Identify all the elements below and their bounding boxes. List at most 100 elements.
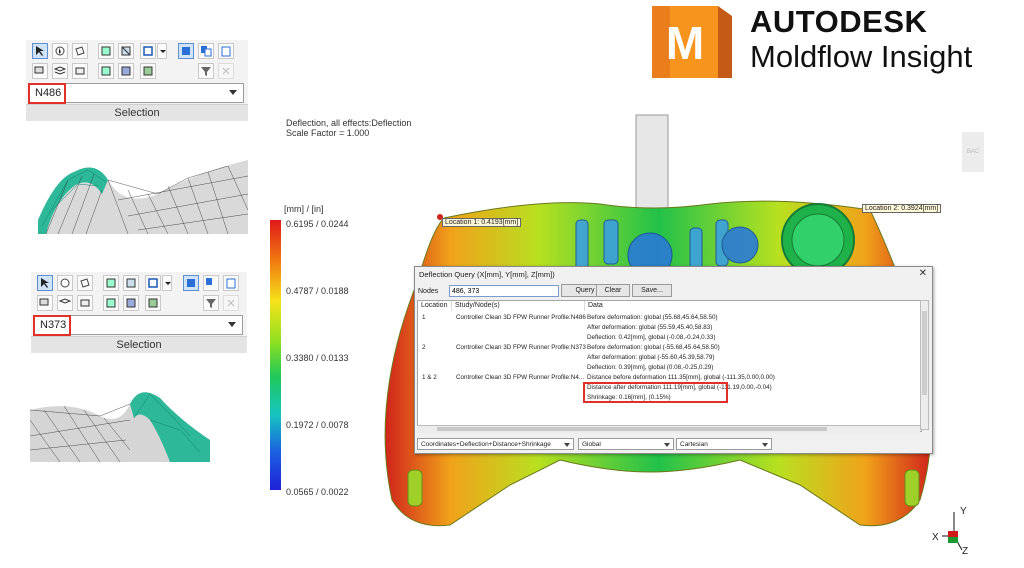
runner-sprue <box>635 114 669 211</box>
select-elements-button[interactable] <box>118 43 134 59</box>
nodes-input[interactable] <box>449 285 559 297</box>
view-front-button[interactable] <box>183 275 199 291</box>
autodesk-logo: M AUTODESK Moldflow Insight <box>652 4 1020 78</box>
layers-button[interactable] <box>32 63 48 79</box>
chevron-down-icon[interactable] <box>664 443 670 447</box>
select-dropdown-button[interactable] <box>162 275 172 291</box>
chevron-down-icon[interactable] <box>762 443 768 447</box>
deflection-query-dialog: Deflection Query (X[mm], Y[mm], Z[mm]) ✕… <box>414 266 933 454</box>
output-type-select[interactable]: Coordinates+Deflection+Distance+Shrinkag… <box>417 438 574 450</box>
mesh-render-2 <box>30 392 210 462</box>
cursor-icon <box>41 278 49 288</box>
row-location: 1 <box>422 314 426 321</box>
select-nodes-button[interactable] <box>98 43 114 59</box>
select-connected-button[interactable] <box>123 295 139 311</box>
selection-filter-button[interactable] <box>203 295 219 311</box>
select-connected-button[interactable] <box>118 63 134 79</box>
view-front-button[interactable] <box>178 43 194 59</box>
row-study: Controller Clean 3D FPW Runner Profile:N… <box>456 314 586 321</box>
clear-selection-button[interactable] <box>223 295 239 311</box>
save-button[interactable]: Save... <box>632 284 672 297</box>
select-similar-button[interactable] <box>145 295 161 311</box>
row-data: After deformation: global (-55.60,45.39,… <box>587 354 715 361</box>
selection-toolbar-1: N486 Selection <box>26 40 248 121</box>
select-by-property-button[interactable] <box>77 295 93 311</box>
coordinate-type-select[interactable]: Cartesian <box>676 438 772 450</box>
select-arrow-button[interactable] <box>32 43 48 59</box>
scrollbar-thumb[interactable] <box>437 427 827 431</box>
coordinate-system-value: Global <box>582 441 601 448</box>
clear-selection-button[interactable] <box>218 63 234 79</box>
scrollbar-thumb[interactable] <box>922 311 927 395</box>
plot-scale-factor: Scale Factor = 1.000 <box>286 128 370 138</box>
select-circle-button[interactable] <box>52 43 68 59</box>
scale-tick-3: 0.3380 / 0.0133 <box>286 353 349 363</box>
plot-title-result: Deflection, all effects:Deflection <box>286 118 412 128</box>
expand-selection-button[interactable] <box>98 63 114 79</box>
scale-tick-min: 0.0565 / 0.0022 <box>286 487 349 497</box>
view-copy-button[interactable] <box>203 275 219 291</box>
close-icon[interactable]: ✕ <box>918 268 927 279</box>
similar-icon <box>143 66 153 76</box>
view-paste-button[interactable] <box>218 43 234 59</box>
select-circle-icon <box>55 46 65 56</box>
expand-icon <box>106 298 116 308</box>
selection-label: Selection <box>26 104 248 121</box>
filter-icon <box>206 299 216 308</box>
property-icon <box>75 67 85 75</box>
select-polygon-button[interactable] <box>77 275 93 291</box>
nodes-icon <box>101 46 111 56</box>
back-view-button[interactable]: BAC <box>962 132 984 172</box>
dialog-title: Deflection Query (X[mm], Y[mm], Z[mm]) <box>419 270 555 279</box>
plot-title: Deflection, all effects:Deflection Scale… <box>286 118 411 138</box>
view-copy-button[interactable] <box>198 43 214 59</box>
coordinate-system-select[interactable]: Global <box>578 438 674 450</box>
stack-button[interactable] <box>57 295 73 311</box>
node-select-combobox[interactable]: N486 <box>28 83 244 103</box>
selection-toolbar-2: N373 Selection <box>31 272 247 353</box>
select-by-property-button[interactable] <box>72 63 88 79</box>
select-similar-button[interactable] <box>140 63 156 79</box>
selection-filter-button[interactable] <box>198 63 214 79</box>
chevron-down-icon[interactable] <box>564 443 570 447</box>
select-box-button[interactable] <box>140 43 156 59</box>
row-data: Deflection: 0.39[mm], global (0.08,-0.25… <box>587 364 714 371</box>
selection-label: Selection <box>31 336 247 353</box>
select-elements-button[interactable] <box>123 275 139 291</box>
select-nodes-button[interactable] <box>103 275 119 291</box>
view-icon <box>187 279 195 287</box>
clear-icon <box>227 299 235 307</box>
cursor-icon <box>36 46 44 56</box>
stack-button[interactable] <box>52 63 68 79</box>
row-study: Controller Clean 3D FPW Runner Profile:N… <box>456 374 585 381</box>
node-select-combobox[interactable]: N373 <box>33 315 243 335</box>
vertical-scrollbar[interactable] <box>920 300 929 430</box>
select-dropdown-button[interactable] <box>157 43 167 59</box>
row-location: 1 & 2 <box>422 374 437 381</box>
column-header-data: Data <box>585 301 921 311</box>
select-polygon-button[interactable] <box>72 43 88 59</box>
layers-button[interactable] <box>37 295 53 311</box>
column-header-study: Study/Node(s) <box>452 301 585 311</box>
highlight-box <box>28 83 66 104</box>
chevron-down-icon <box>160 50 166 53</box>
paste-icon <box>221 46 231 57</box>
axis-x-label: X <box>932 532 939 543</box>
horizontal-scrollbar[interactable] <box>417 425 920 433</box>
view-paste-button[interactable] <box>223 275 239 291</box>
paste-icon <box>226 278 236 289</box>
chevron-down-icon <box>165 282 171 285</box>
select-circle-button[interactable] <box>57 275 73 291</box>
highlight-box <box>583 382 728 403</box>
clear-icon <box>222 67 230 75</box>
row-data: Shrinkage: 0.16[mm], (0.15%) <box>587 394 671 401</box>
chevron-down-icon[interactable] <box>228 322 236 327</box>
clear-button[interactable]: Clear <box>596 284 630 297</box>
select-box-button[interactable] <box>145 275 161 291</box>
copy-icon <box>206 278 212 285</box>
logo-letter: M <box>666 17 704 69</box>
chevron-down-icon[interactable] <box>229 90 237 95</box>
scale-tick-max: 0.6195 / 0.0244 <box>286 219 349 229</box>
select-arrow-button[interactable] <box>37 275 53 291</box>
expand-selection-button[interactable] <box>103 295 119 311</box>
